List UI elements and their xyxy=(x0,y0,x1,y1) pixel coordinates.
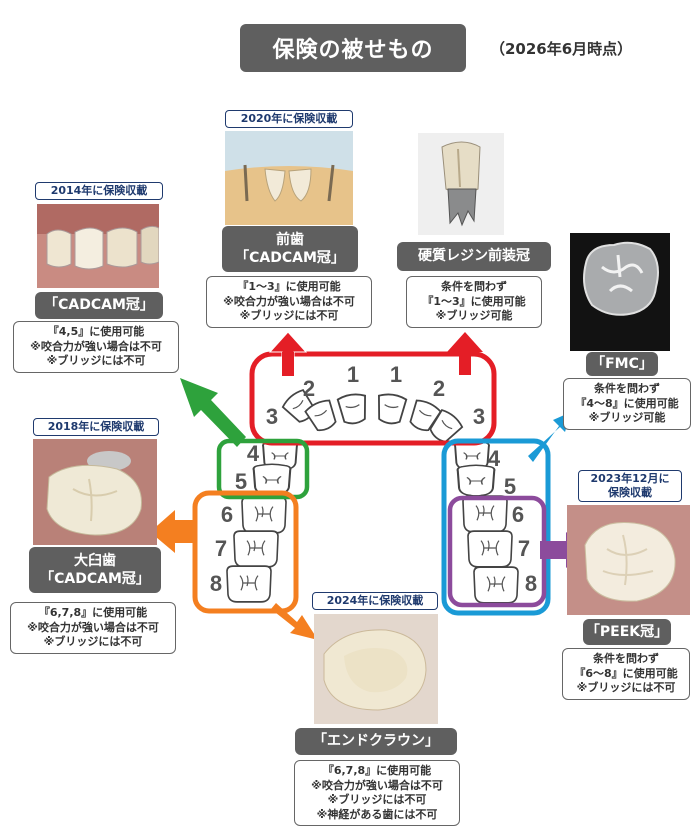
anterior-cadcam-photo xyxy=(225,131,353,225)
note-line: 『1～3』に使用可能 xyxy=(237,280,341,293)
anterior-cadcam-label-line2: 「CADCAM冠」 xyxy=(235,250,345,266)
note-line: ※咬合力が強い場合は不可 xyxy=(223,294,355,308)
note-line: 『1～3』に使用可能 xyxy=(422,294,526,308)
tooth-number: 1 xyxy=(390,362,402,387)
anterior-cadcam-label-line1: 前歯 xyxy=(276,231,304,248)
note-line: 『4,5』に使用可能 xyxy=(47,325,145,338)
hard-resin-label: 硬質レジン前装冠 xyxy=(397,242,551,271)
endocrown-label: 「エンドクラウン」 xyxy=(295,728,457,755)
arrow-to-endocrown xyxy=(271,603,318,640)
note-line: 『4～8』に使用可能 xyxy=(575,396,679,410)
peek-notes: 条件を問わず 『6～8』に使用可能 ※ブリッジには不可 xyxy=(562,648,690,700)
right-posterior-teeth xyxy=(454,440,519,604)
tooth-number: 2 xyxy=(433,376,445,401)
molar-cadcam-label-line1: 大臼歯 xyxy=(74,552,116,569)
tooth-number: 1 xyxy=(347,362,359,387)
cadcam-premolar-badge: 2014年に保険収載 xyxy=(35,182,163,200)
tooth-number: 3 xyxy=(473,404,485,429)
arrow-to-fmc xyxy=(528,412,571,462)
peek-badge-line2: 保険収載 xyxy=(608,485,652,499)
endocrown-photo xyxy=(314,614,438,724)
left-posterior-teeth xyxy=(226,440,298,603)
endocrown-badge: 2024年に保険収載 xyxy=(312,592,438,610)
premolar-left-group-outline xyxy=(216,438,310,500)
note-line: 条件を問わず xyxy=(441,280,507,293)
molar-cadcam-photo xyxy=(33,439,157,545)
fmc-photo xyxy=(570,233,670,351)
note-line: 『6,7,8』に使用可能 xyxy=(322,764,432,777)
tooth-number: 4 xyxy=(488,446,501,471)
note-line: ※神経がある歯には不可 xyxy=(316,807,438,821)
anterior-cadcam-label: 前歯 「CADCAM冠」 xyxy=(222,226,358,272)
arrow-to-hard-resin xyxy=(447,332,483,375)
page-title: 保険の被せもの xyxy=(240,24,466,72)
note-line: ※ブリッジには不可 xyxy=(327,793,427,807)
tooth-number: 7 xyxy=(518,536,530,561)
tooth-number: 5 xyxy=(504,474,516,499)
note-line: 『6～8』に使用可能 xyxy=(574,666,678,680)
note-line: 条件を問わず xyxy=(593,652,659,665)
tooth-number: 5 xyxy=(235,469,247,494)
anterior-cadcam-notes: 『1～3』に使用可能 ※咬合力が強い場合は不可 ※ブリッジには不可 xyxy=(206,276,372,328)
note-line: ※ブリッジには不可 xyxy=(576,681,676,695)
fmc-label: 「FMC」 xyxy=(586,352,658,376)
peek-label: 「PEEK冠」 xyxy=(583,619,671,645)
endocrown-notes: 『6,7,8』に使用可能 ※咬合力が強い場合は不可 ※ブリッジには不可 ※神経が… xyxy=(294,760,460,827)
note-line: ※ブリッジには不可 xyxy=(43,635,143,649)
note-line: 『6,7,8』に使用可能 xyxy=(38,606,148,619)
arrow-to-anterior-cadcam xyxy=(268,331,308,376)
anterior-cadcam-badge: 2020年に保険収載 xyxy=(225,110,353,128)
tooth-number: 3 xyxy=(266,404,278,429)
molar-left-group-outline xyxy=(192,490,299,614)
tooth-number: 7 xyxy=(215,536,227,561)
peek-badge: 2023年12月に 保険収載 xyxy=(578,470,682,502)
note-line: ※ブリッジ可能 xyxy=(435,309,513,323)
cadcam-premolar-notes: 『4,5』に使用可能 ※咬合力が強い場合は不可 ※ブリッジには不可 xyxy=(13,321,179,373)
note-line: ※咬合力が強い場合は不可 xyxy=(27,620,159,634)
anterior-group-outline xyxy=(249,351,497,446)
as-of-date: （2026年6月時点） xyxy=(490,40,633,58)
cadcam-premolar-photo xyxy=(37,204,159,288)
tooth-number: 6 xyxy=(221,502,233,527)
tooth-number: 8 xyxy=(525,571,537,596)
hard-resin-photo xyxy=(418,133,504,235)
tooth-number: 8 xyxy=(210,571,222,596)
tooth-number: 2 xyxy=(303,376,315,401)
note-line: ※ブリッジには不可 xyxy=(239,309,339,323)
premolar-right-group-outline xyxy=(441,438,551,616)
note-line: 条件を問わず xyxy=(594,382,660,395)
arrow-to-molar-cadcam xyxy=(150,510,197,553)
fmc-notes: 条件を問わず 『4～8』に使用可能 ※ブリッジ可能 xyxy=(563,378,691,430)
molar-cadcam-label-line2: 「CADCAM冠」 xyxy=(40,571,150,587)
tooth-number: 4 xyxy=(247,441,260,466)
note-line: ※咬合力が強い場合は不可 xyxy=(30,339,162,353)
note-line: ※ブリッジには不可 xyxy=(46,354,146,368)
note-line: ※ブリッジ可能 xyxy=(588,411,666,425)
molar-cadcam-badge: 2018年に保険収載 xyxy=(33,418,159,436)
arrow-to-cadcam-premolar xyxy=(180,378,246,447)
hard-resin-notes: 条件を問わず 『1～3』に使用可能 ※ブリッジ可能 xyxy=(406,276,542,328)
molar-cadcam-notes: 『6,7,8』に使用可能 ※咬合力が強い場合は不可 ※ブリッジには不可 xyxy=(10,602,176,654)
molar-cadcam-label: 大臼歯 「CADCAM冠」 xyxy=(29,547,161,593)
peek-badge-line1: 2023年12月に xyxy=(590,472,670,485)
note-line: ※咬合力が強い場合は不可 xyxy=(311,778,443,792)
peek-photo xyxy=(567,505,690,615)
cadcam-premolar-label: 「CADCAM冠」 xyxy=(35,292,163,319)
tooth-number: 6 xyxy=(512,502,524,527)
